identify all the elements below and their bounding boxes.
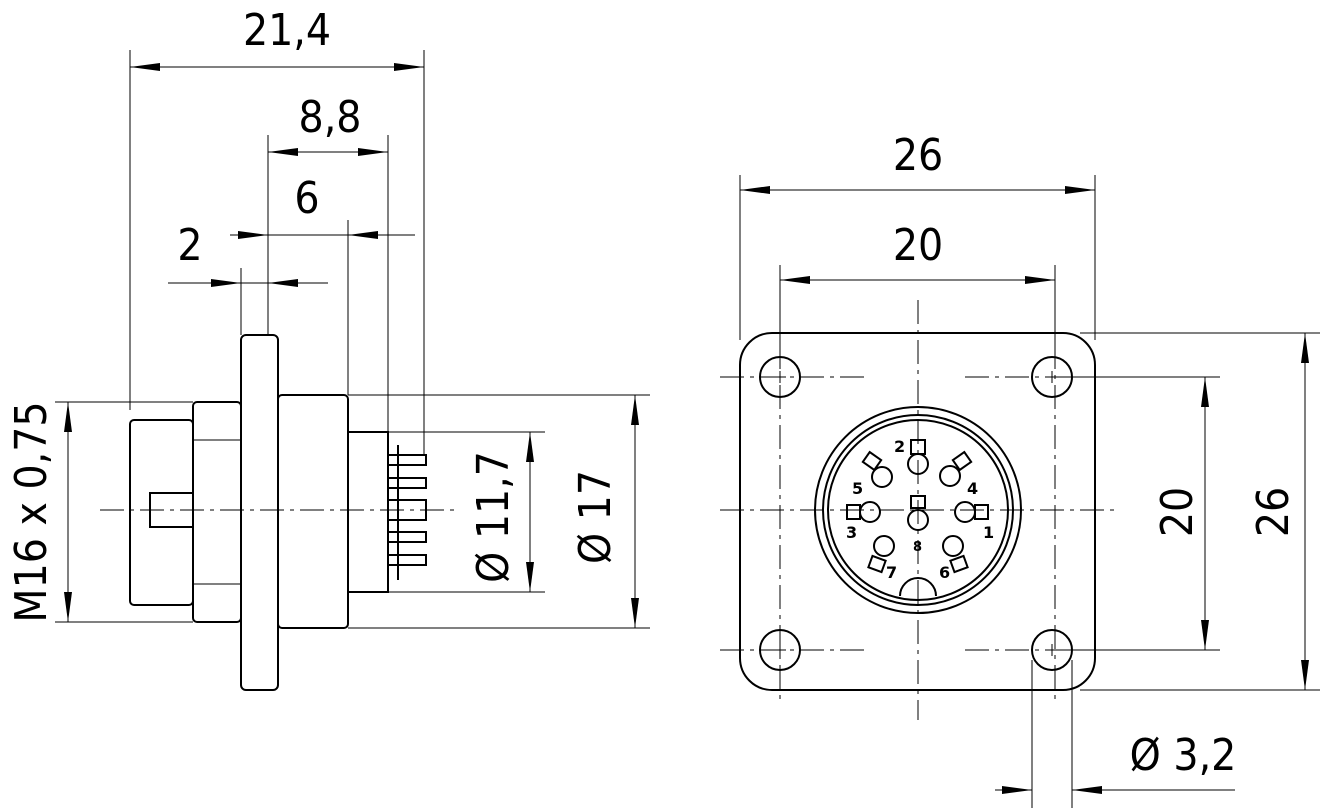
pin-label-1: 1 (983, 523, 994, 542)
dim-hole-spacing-v: 20 (1152, 487, 1203, 537)
dim-flange-width: 26 (893, 130, 943, 181)
mounting-holes (759, 356, 1073, 671)
connector-face: 1 2 3 4 5 6 7 8 (814, 406, 1022, 614)
pin-label-3: 3 (846, 523, 857, 542)
dim-thread: M16 x 0,75 (6, 401, 57, 622)
pin-label-8: 8 (913, 540, 922, 555)
dim-body-length: 6 (294, 173, 319, 224)
dim-rear-length: 8,8 (299, 92, 362, 143)
pin-label-4: 4 (967, 479, 978, 498)
connector-body-side (129, 334, 427, 691)
dim-flange-thickness: 2 (177, 220, 202, 271)
front-view: 26 20 20 26 Ø 3,2 (720, 130, 1320, 808)
dim-inner-diameter: Ø 11,7 (468, 451, 519, 583)
dim-outer-diameter: Ø 17 (570, 470, 621, 564)
side-view: 21,4 8,8 6 2 M16 x 0,75 Ø 11,7 Ø 17 (6, 5, 650, 691)
dim-hole-diameter: Ø 3,2 (1130, 730, 1237, 781)
dim-flange-height: 26 (1248, 487, 1299, 537)
pin-label-7: 7 (886, 563, 897, 582)
pin-label-2: 2 (894, 437, 905, 456)
dim-hole-spacing-h: 20 (893, 220, 943, 271)
dim-overall-length: 21,4 (243, 5, 331, 56)
pin-label-5: 5 (852, 479, 863, 498)
contact-pins (846, 439, 989, 574)
pin-label-6: 6 (939, 563, 950, 582)
